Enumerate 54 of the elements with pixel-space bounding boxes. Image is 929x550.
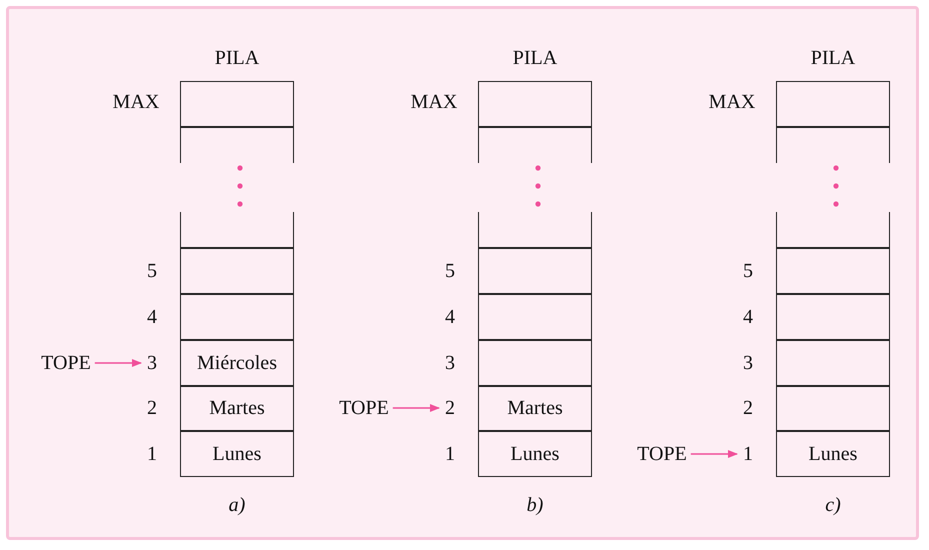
empty-stack-cell (478, 81, 592, 127)
empty-stack-cell (180, 248, 294, 294)
stack-cell: Miércoles (180, 340, 294, 386)
stack-cell: Lunes (478, 431, 592, 477)
row-index: 2 (445, 398, 455, 418)
row-index: 5 (743, 261, 753, 281)
max-label: MAX (112, 92, 160, 112)
empty-stack-cell (776, 127, 890, 163)
row-index: 4 (147, 307, 157, 327)
row-index: 3 (147, 353, 157, 373)
empty-stack-cell (776, 340, 890, 386)
row-index: 3 (743, 353, 753, 373)
stack-cell: Martes (180, 386, 294, 431)
empty-stack-cell (478, 212, 592, 248)
stack-title: PILA (214, 48, 260, 68)
panel-caption: a) (228, 495, 246, 515)
pointer-arrow (94, 359, 142, 367)
row-index: 2 (147, 398, 157, 418)
pointer-arrow (392, 404, 440, 412)
empty-stack-cell (478, 340, 592, 386)
empty-stack-cell (180, 294, 294, 340)
empty-stack-cell (776, 81, 890, 127)
max-label: MAX (410, 92, 458, 112)
row-index: 1 (445, 444, 455, 464)
pointer-label: TOPE (41, 353, 91, 373)
empty-stack-cell (776, 212, 890, 248)
row-index: 1 (147, 444, 157, 464)
row-index: 2 (743, 398, 753, 418)
empty-stack-cell (776, 248, 890, 294)
empty-stack-cell (478, 294, 592, 340)
empty-stack-cell (478, 248, 592, 294)
row-index: 1 (743, 444, 753, 464)
stack-cell: Lunes (180, 431, 294, 477)
row-index: 3 (445, 353, 455, 373)
empty-stack-cell (776, 386, 890, 431)
pointer-arrow (690, 450, 738, 458)
pointer-label: TOPE (637, 444, 687, 464)
empty-stack-cell (776, 294, 890, 340)
stack-title: PILA (512, 48, 558, 68)
empty-stack-cell (180, 212, 294, 248)
row-index: 4 (445, 307, 455, 327)
stack-cell: Martes (478, 386, 592, 431)
stack-title: PILA (810, 48, 856, 68)
row-index: 4 (743, 307, 753, 327)
empty-stack-cell (478, 127, 592, 163)
row-index: 5 (147, 261, 157, 281)
panel-caption: b) (526, 495, 544, 515)
stack-cell: Lunes (776, 431, 890, 477)
max-label: MAX (708, 92, 756, 112)
row-index: 5 (445, 261, 455, 281)
empty-stack-cell (180, 81, 294, 127)
panel-caption: c) (825, 495, 841, 515)
pointer-label: TOPE (339, 398, 389, 418)
empty-stack-cell (180, 127, 294, 163)
